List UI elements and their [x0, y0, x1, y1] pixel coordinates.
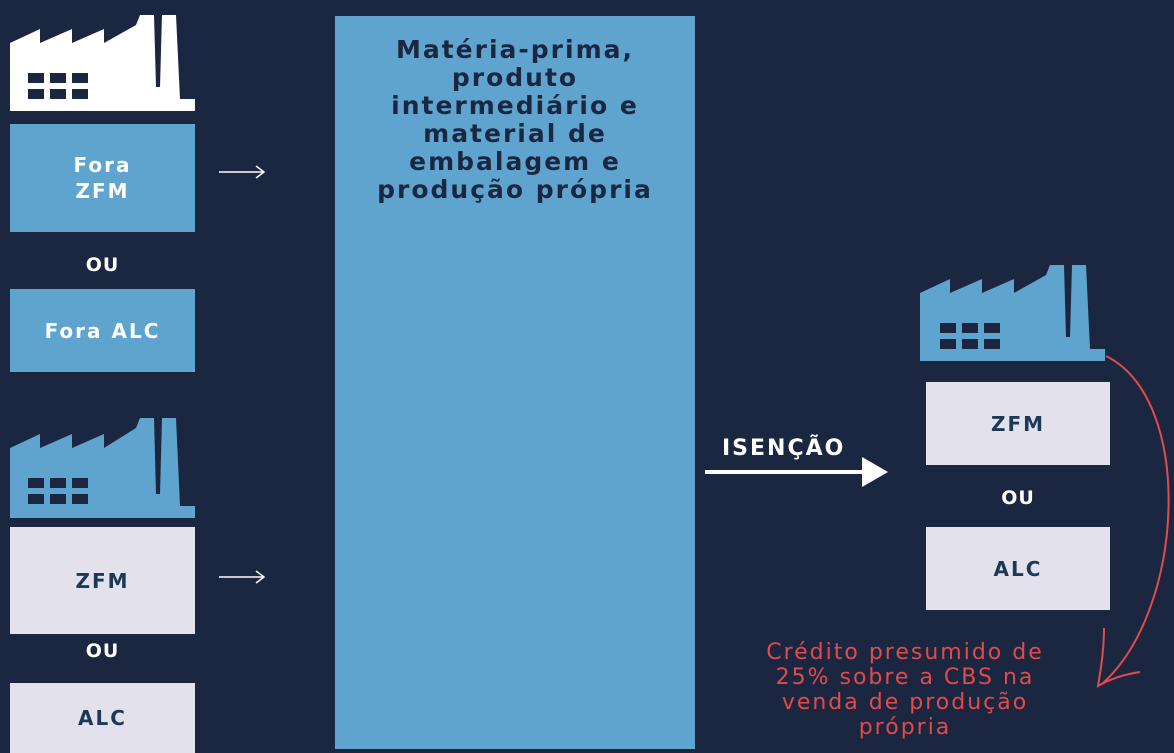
or-label-left-bottom: OU — [85, 640, 120, 662]
thin-arrow-bottom — [219, 570, 266, 584]
zfm-label-left: ZFM — [75, 568, 130, 593]
fora-alc-label: Fora ALC — [44, 318, 161, 343]
curved-red-arrow — [1096, 355, 1170, 688]
zfm-label-right: ZFM — [990, 411, 1046, 436]
isencao-arrow — [705, 457, 888, 487]
isencao-label: ISENÇÃO — [722, 436, 846, 461]
zfm-box-right: ZFM — [926, 382, 1110, 465]
materials-box: Matéria-prima, produto intermediário e m… — [335, 16, 695, 749]
factory-icon-white — [10, 15, 195, 111]
or-label-right: OU — [1001, 487, 1035, 509]
factory-icon-blue-left — [10, 418, 195, 518]
alc-box-right: ALC — [926, 527, 1110, 610]
credito-note: Crédito presumido de 25% sobre a CBS na … — [766, 640, 1044, 740]
factory-icon-blue-right — [920, 265, 1105, 361]
fora-zfm-box: Fora ZFM — [10, 124, 195, 232]
alc-box-left: ALC — [10, 683, 195, 753]
alc-label-left: ALC — [78, 706, 127, 730]
thin-arrow-top — [219, 165, 266, 179]
materials-label: Matéria-prima, produto intermediário e m… — [377, 35, 653, 204]
alc-label-right: ALC — [993, 556, 1043, 581]
or-label-left-top: OU — [85, 254, 120, 276]
zfm-box-left: ZFM — [10, 527, 195, 634]
fora-alc-box: Fora ALC — [10, 289, 195, 372]
fora-zfm-label: Fora ZFM — [73, 153, 132, 203]
